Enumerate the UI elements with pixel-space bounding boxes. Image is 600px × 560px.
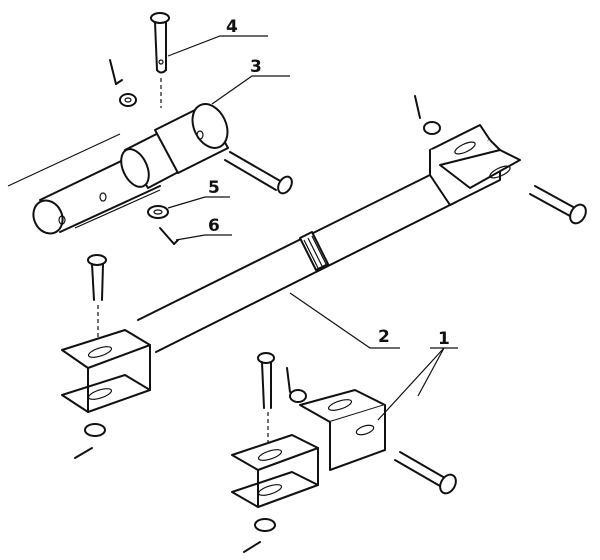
washer-part-5 bbox=[147, 205, 169, 219]
clevis-pin-part-4 bbox=[150, 12, 170, 108]
callout-4: 4 bbox=[167, 17, 268, 57]
main-rod-part-2 bbox=[137, 169, 457, 353]
callout-2: 2 bbox=[289, 292, 400, 349]
clevis-bracket-part-1 bbox=[231, 352, 457, 553]
callout-5: 5 bbox=[167, 178, 230, 209]
callout-label-1: 1 bbox=[438, 329, 450, 349]
callout-label-3: 3 bbox=[250, 57, 262, 77]
callout-3: 3 bbox=[211, 57, 290, 105]
callout-1: 1 bbox=[377, 329, 458, 421]
callout-label-5: 5 bbox=[208, 178, 220, 198]
rod-end-clevis-lower-left bbox=[61, 254, 151, 459]
callout-6: 6 bbox=[175, 216, 232, 241]
callout-label-4: 4 bbox=[226, 17, 238, 37]
rod-end-clevis-upper-right bbox=[414, 95, 587, 225]
callout-label-2: 2 bbox=[378, 327, 390, 347]
callout-label-6: 6 bbox=[208, 216, 220, 236]
washer-and-cotter-upper-left bbox=[109, 59, 137, 107]
sleeve-tube-assembly bbox=[7, 103, 293, 235]
cotter-pin-part-6 bbox=[159, 227, 179, 245]
